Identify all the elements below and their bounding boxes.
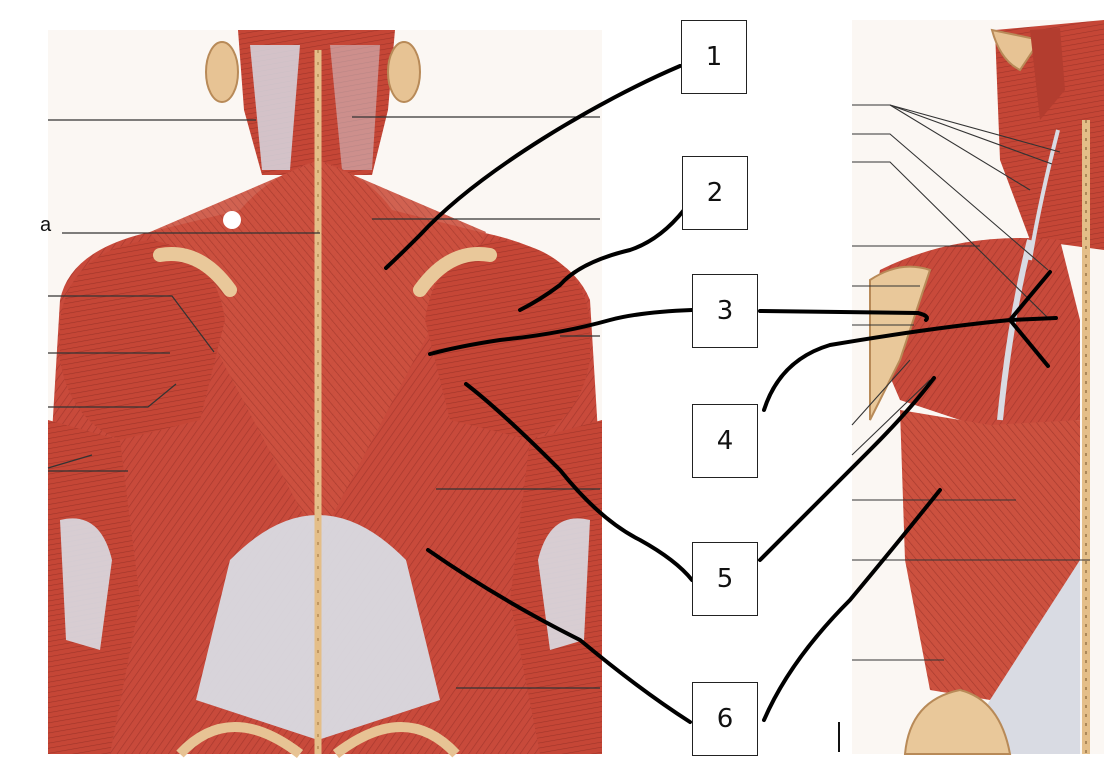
pointer-line-1 bbox=[384, 64, 682, 270]
label-number-1: 1 bbox=[705, 42, 723, 72]
pointer-line-3-right bbox=[758, 309, 929, 322]
edge-letter-fragment: a bbox=[40, 214, 52, 236]
pointer-line-2 bbox=[518, 208, 686, 312]
pointer-line-5-left bbox=[464, 382, 694, 582]
white-dot-marker bbox=[223, 211, 241, 229]
pointer-line-4-branch-b bbox=[1008, 318, 1050, 368]
right-ear bbox=[387, 41, 421, 103]
label-number-6: 6 bbox=[716, 704, 734, 734]
pointer-line-3-left bbox=[428, 308, 694, 356]
label-number-5: 5 bbox=[716, 564, 734, 594]
annotation-curves bbox=[384, 64, 1058, 724]
pointer-line-6-right bbox=[762, 488, 942, 722]
label-number-4: 4 bbox=[716, 426, 734, 456]
label-box-1: 1 bbox=[681, 20, 747, 94]
label-number-2: 2 bbox=[706, 178, 724, 208]
label-box-4: 4 bbox=[692, 404, 758, 478]
lateral-back-illustration bbox=[852, 20, 1104, 755]
left-leader-lines bbox=[47, 116, 600, 689]
label-number-3: 3 bbox=[716, 296, 734, 326]
left-ear bbox=[205, 41, 239, 103]
label-box-2: 2 bbox=[682, 156, 748, 230]
pointer-line-5-right bbox=[758, 376, 936, 562]
label-box-3: 3 bbox=[692, 274, 758, 348]
pointer-line-4 bbox=[762, 316, 1058, 412]
pointer-line-4-branch-a bbox=[1008, 270, 1052, 322]
posterior-back-illustration bbox=[48, 30, 602, 758]
label-box-6: 6 bbox=[692, 682, 758, 756]
pointer-line-6-left bbox=[426, 548, 692, 724]
label-box-5: 5 bbox=[692, 542, 758, 616]
